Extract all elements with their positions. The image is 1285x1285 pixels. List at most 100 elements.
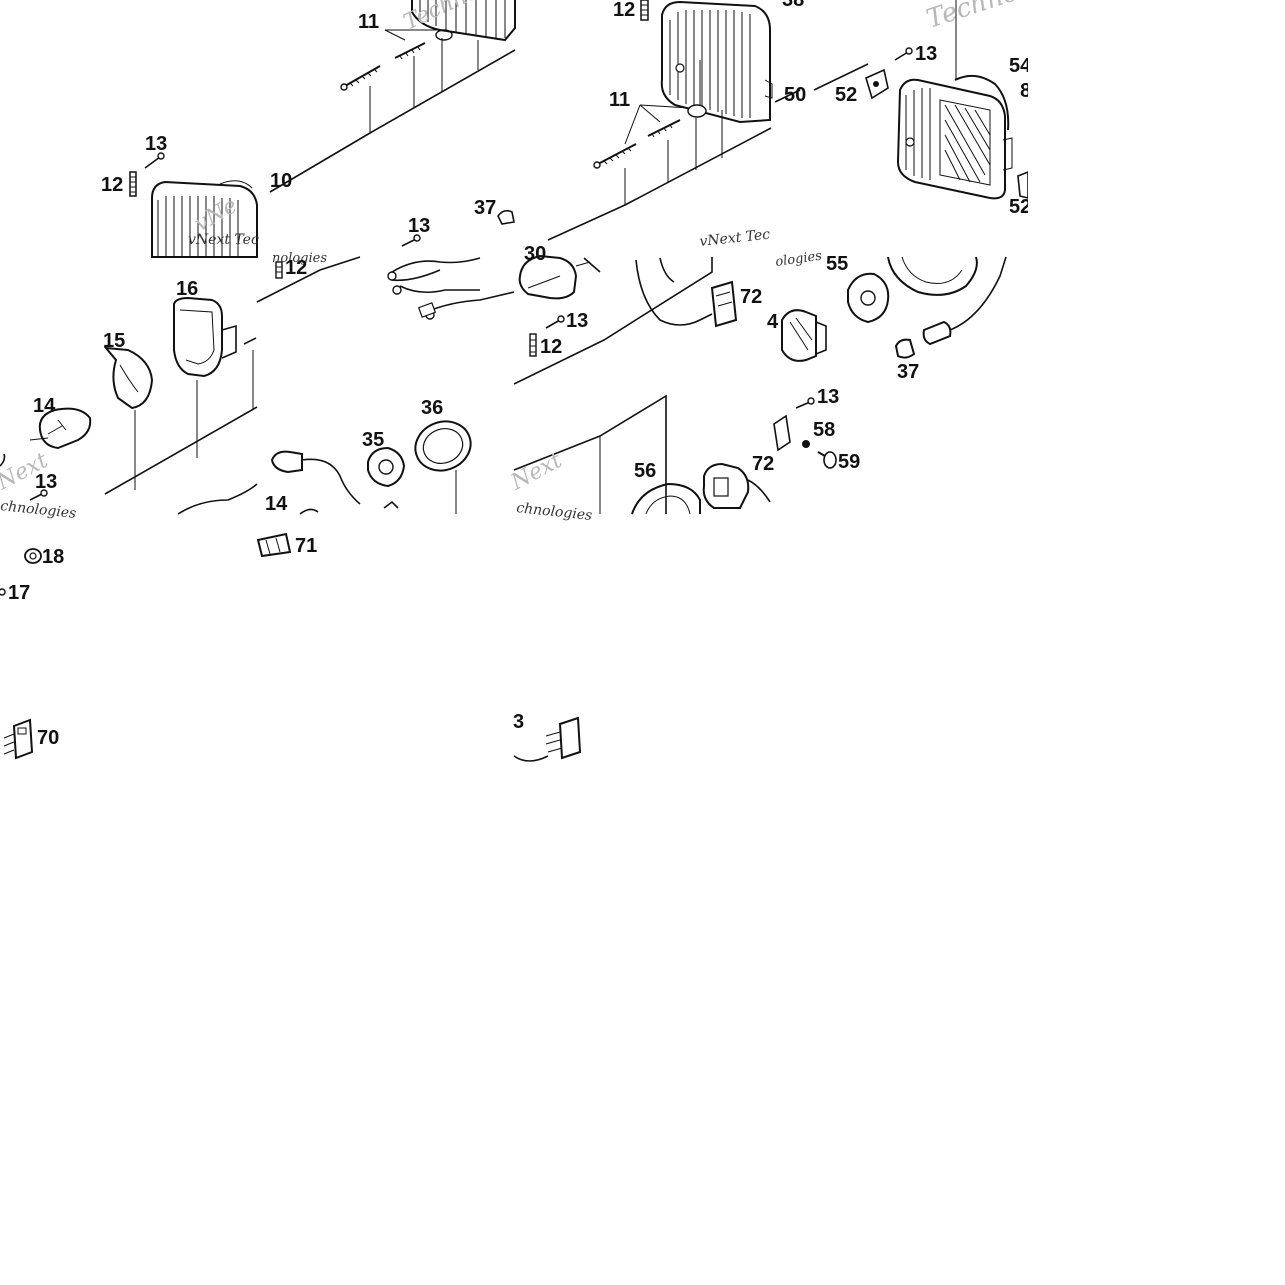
callout-label: 12 (285, 257, 307, 279)
watermark-fragment: nologies (272, 251, 327, 266)
callout-label: 13 (408, 215, 430, 237)
callout-label: 71 (295, 535, 317, 557)
part-17 (0, 588, 6, 596)
callout-label: 11 (358, 11, 379, 33)
grommet-18 (24, 548, 42, 564)
callout-label: 56 (634, 460, 656, 482)
tile-h4-bulb (773, 256, 1007, 469)
bulb-30 (518, 254, 601, 300)
callout-label: 17 (8, 582, 30, 604)
watermark-fragment: chnologies (0, 498, 77, 522)
bulb-37-a (497, 209, 515, 225)
bracket-15 (103, 346, 154, 410)
callout-label: 12 (540, 336, 562, 358)
bracket-52-b (1017, 170, 1029, 200)
tile-headlamp-b (497, 0, 773, 241)
bezel-36 (414, 420, 472, 514)
callout-label-partial: 3 (513, 711, 524, 733)
callout-label: 72 (752, 453, 774, 475)
watermark-fragment: Next (506, 448, 566, 496)
callout-label: 15 (103, 330, 125, 352)
connector-70 (3, 718, 34, 760)
clip-12-b (640, 0, 649, 21)
callout-label: 13 (35, 471, 57, 493)
connector-71 (256, 532, 292, 558)
callout-label: 52 (1009, 196, 1031, 218)
tile-headlamp-bulb (513, 254, 771, 515)
callout-label: 14 (265, 493, 288, 515)
callout-label: 16 (176, 278, 198, 300)
callout-label: 55 (826, 253, 848, 275)
clip-12-d (529, 333, 537, 357)
callout-label-partial: 8 (1020, 80, 1031, 102)
callout-label: 13 (145, 133, 167, 155)
callout-label: 52 (835, 84, 857, 106)
socket-35 (367, 446, 406, 488)
bracket-58 (773, 414, 810, 452)
callouts: 11 13 12 10 37 12 11 50 13 52 54 52 16 1… (8, 0, 1032, 749)
callout-label: 18 (42, 546, 64, 568)
callout-label: 70 (37, 727, 59, 749)
callout-label: 50 (784, 84, 806, 106)
tile-headlamp-a (129, 0, 516, 258)
watermark-fragment: chnologies (516, 500, 593, 524)
callout-label: 13 (915, 43, 937, 65)
watermark-fragment: vNext Tec (699, 227, 771, 250)
watermark-fragment: vNext Tec (188, 232, 259, 248)
screw-13-e (401, 234, 421, 247)
connector-72-b (702, 462, 771, 509)
ring-56 (631, 482, 701, 515)
screw-13-g (795, 397, 815, 409)
callout-label: 10 (270, 170, 292, 192)
screw-13-d (29, 489, 48, 501)
screw-13-c (894, 47, 913, 61)
screws-11-b (593, 104, 707, 169)
callout-label-partial: 38 (782, 0, 804, 11)
wire-harness (387, 257, 515, 320)
tile-rear-lamp (0, 296, 258, 515)
callout-label: 72 (740, 286, 762, 308)
callout-label: 30 (524, 243, 546, 265)
socket-55 (847, 272, 890, 324)
headlamp-a-top (411, 0, 516, 42)
tile-lamp-socket (256, 234, 515, 515)
callout-label: 13 (817, 386, 839, 408)
connector-73 (513, 716, 582, 762)
screw-13-a (144, 152, 165, 169)
bulb-14-b (270, 450, 399, 515)
watermark-fragment: ologies (774, 249, 823, 270)
callout-label-partial: 4 (767, 311, 779, 333)
callout-label: 11 (609, 89, 630, 111)
callout-label: 59 (838, 451, 860, 473)
screw-13-f (545, 315, 565, 329)
callout-label: 12 (613, 0, 635, 21)
callout-label: 37 (474, 197, 496, 219)
screws-11-a (340, 29, 453, 91)
watermark-fragment: Techno (923, 0, 1022, 35)
bolt-59 (817, 451, 837, 469)
headlamp-c (896, 74, 1013, 200)
callout-label: 35 (362, 429, 384, 451)
callout-label: 13 (566, 310, 588, 332)
callout-label: 14 (33, 395, 56, 417)
callout-label: 36 (421, 397, 443, 419)
bulb-14-a (29, 407, 92, 450)
screw-16-side (243, 337, 257, 345)
clip-12-a (129, 171, 137, 197)
callout-label: 58 (813, 419, 835, 441)
bulb-37-b (894, 256, 1007, 359)
tile-parts-bottom-right (513, 716, 582, 762)
tile-parts-bottom-left (0, 548, 42, 760)
tile-headlamp-c: Techno (774, 0, 1029, 200)
clip-12-c (275, 261, 283, 279)
callout-label: 12 (101, 174, 123, 196)
callout-label: 37 (897, 361, 919, 383)
callout-label: 54 (1009, 55, 1032, 77)
connector-72-a (635, 257, 738, 328)
bulb-54 (781, 309, 827, 362)
tile-parts-bottom-center (256, 532, 292, 558)
bracket-52-a (865, 68, 889, 100)
cover-16 (173, 296, 237, 378)
